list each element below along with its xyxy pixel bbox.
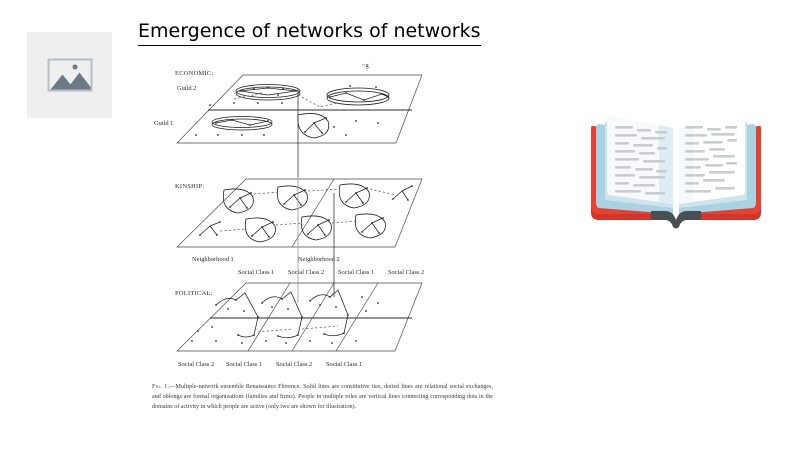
family-cluster-k2 xyxy=(276,185,308,211)
family-cluster-economic xyxy=(297,113,330,139)
political-bottom-class-4: Social Class 1 xyxy=(326,361,362,368)
family-cluster-k6 xyxy=(354,213,386,239)
political-top-class-4: Social Class 2 xyxy=(388,269,424,276)
scan-artifact: ~g xyxy=(362,62,369,69)
political-label: POLITICAL: xyxy=(175,290,213,297)
family-cluster-k5 xyxy=(300,215,332,241)
vertical-person-lines xyxy=(297,89,335,303)
family-cluster-k1 xyxy=(222,188,254,214)
political-top-class-1: Social Class 1 xyxy=(238,269,274,276)
political-top-class-2: Social Class 2 xyxy=(288,269,324,276)
figure-caption-text: Multiple-network ensemble Renaissance Fl… xyxy=(152,384,494,410)
image-icon-sun xyxy=(72,64,77,70)
kinship-plane: KINSHIP: Neighborhood 1 Neighborhood 2 xyxy=(175,178,423,263)
guild-2-label: Guild 2 xyxy=(177,85,196,92)
political-bottom-class-2: Social Class 1 xyxy=(226,361,262,368)
guild-1-label: Guild 1 xyxy=(154,120,173,127)
open-book-svg xyxy=(591,116,761,229)
book-spine xyxy=(651,211,701,229)
political-bottom-class-1: Social Class 2 xyxy=(178,361,214,368)
network-figure: .pl { fill:none; stroke:#4a4a4a; stroke-… xyxy=(150,55,495,435)
family-cluster-k3 xyxy=(338,183,370,209)
neighborhood-1-label: Neighborhood 1 xyxy=(192,256,234,263)
economic-label: ECONOMIC: xyxy=(175,70,214,77)
open-tie-k-right xyxy=(392,185,413,201)
figure-caption-lead: Fig. 1.— xyxy=(152,384,176,390)
neighborhood-2-label: Neighborhood 2 xyxy=(298,256,340,263)
book-text-lines-left xyxy=(615,126,667,195)
kinship-label: KINSHIP: xyxy=(175,183,204,190)
political-bottom-class-3: Social Class 2 xyxy=(276,361,312,368)
open-book-emoji xyxy=(585,108,767,238)
economic-plane: ECONOMIC: Guild 2 Guild 1 xyxy=(154,70,423,144)
page-title: Emergence of networks of networks xyxy=(138,20,481,46)
political-top-class-3: Social Class 1 xyxy=(338,269,374,276)
political-plane: POLITICAL: Social Class 1 Social Class 2… xyxy=(175,269,424,368)
oblong-economic-1 xyxy=(235,84,301,101)
oblong-economic-3 xyxy=(211,116,273,131)
broken-image-placeholder[interactable] xyxy=(27,32,112,118)
open-tie-k-left xyxy=(199,221,221,236)
image-icon-mountain-right xyxy=(66,72,90,90)
political-ties xyxy=(215,289,349,339)
network-figure-svg: .pl { fill:none; stroke:#4a4a4a; stroke-… xyxy=(154,62,424,368)
book-text-lines-right xyxy=(685,126,737,193)
book-gutter-left xyxy=(659,125,673,204)
family-cluster-k4 xyxy=(244,217,276,243)
oblong-economic-2 xyxy=(326,85,390,106)
figure-caption: Fig. 1.—Multiple-network ensemble Renais… xyxy=(152,383,493,413)
image-icon xyxy=(47,58,92,92)
